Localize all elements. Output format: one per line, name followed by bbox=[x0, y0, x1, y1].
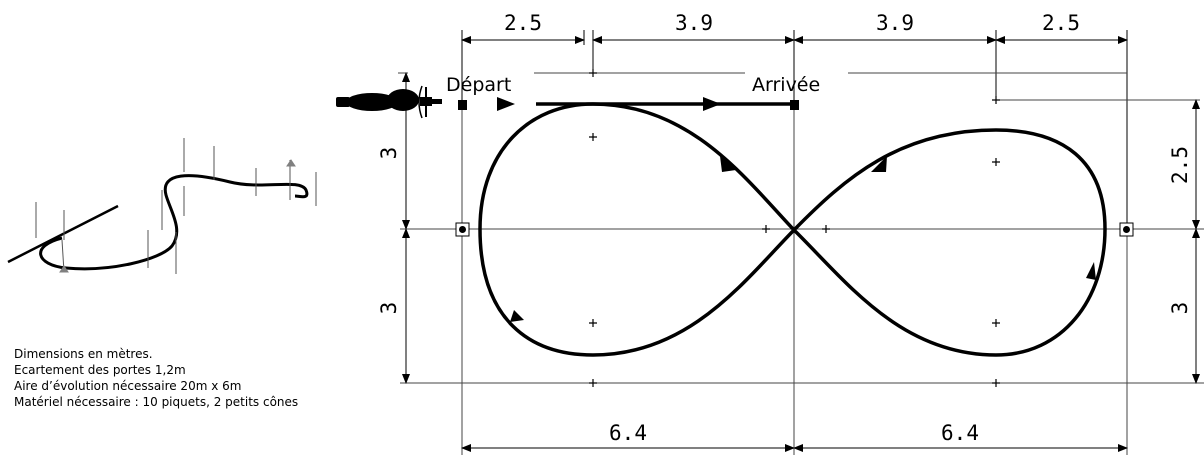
dim-left-lower: 3 bbox=[377, 302, 401, 315]
dim-top-2: 3.9 bbox=[675, 11, 713, 35]
direction-arrow-icon bbox=[1086, 262, 1096, 280]
start-post-icon bbox=[458, 100, 467, 110]
dim-left-upper: 3 bbox=[377, 147, 401, 160]
perspective-sketch bbox=[7, 138, 317, 274]
course-notes: Dimensions en mètres. Ecartement des por… bbox=[14, 346, 334, 410]
note-equipment: Matériel nécessaire : 10 piquets, 2 peti… bbox=[14, 395, 299, 409]
reference-lines bbox=[398, 72, 1204, 455]
cone-icon bbox=[455, 222, 470, 237]
cone-icon bbox=[1119, 222, 1134, 237]
dim-bottom-right: 6.4 bbox=[941, 421, 979, 445]
cross-marker-icon bbox=[822, 225, 830, 233]
finish-post-icon bbox=[790, 100, 799, 110]
line-arrow-icon bbox=[703, 97, 721, 111]
start-label: Départ bbox=[446, 74, 511, 96]
dim-top-4: 2.5 bbox=[1042, 11, 1080, 35]
finish-label: Arrivée bbox=[752, 74, 820, 96]
cross-marker-icon bbox=[589, 379, 597, 387]
dim-bottom-left: 6.4 bbox=[609, 421, 647, 445]
dim-right-lower: 3 bbox=[1168, 302, 1192, 315]
direction-arrow-icon bbox=[720, 156, 736, 172]
cross-marker-icon bbox=[762, 225, 770, 233]
cross-marker-icon bbox=[589, 69, 597, 77]
cross-marker-icon bbox=[992, 319, 1000, 327]
figure-eight-path bbox=[478, 102, 1107, 357]
note-area: Aire d’évolution nécessaire 20m x 6m bbox=[14, 379, 242, 393]
cross-marker-icon bbox=[992, 158, 1000, 166]
dim-right-upper: 2.5 bbox=[1168, 146, 1192, 184]
cross-marker-icon bbox=[589, 319, 597, 327]
top-dimensions bbox=[461, 30, 1128, 232]
cross-marker-icon bbox=[992, 379, 1000, 387]
dim-top-3: 3.9 bbox=[876, 11, 914, 35]
cross-markers bbox=[589, 69, 1000, 387]
motorcycle-icon bbox=[336, 85, 442, 119]
note-gate-spacing: Ecartement des portes 1,2m bbox=[14, 363, 186, 377]
cross-marker-icon bbox=[589, 133, 597, 141]
start-arrow-icon bbox=[497, 97, 515, 111]
direction-arrow-icon bbox=[871, 156, 887, 172]
dim-top-1: 2.5 bbox=[504, 11, 542, 35]
cross-marker-icon bbox=[992, 96, 1000, 104]
direction-arrow-icon bbox=[510, 310, 524, 322]
note-dimensions: Dimensions en mètres. bbox=[14, 347, 153, 361]
